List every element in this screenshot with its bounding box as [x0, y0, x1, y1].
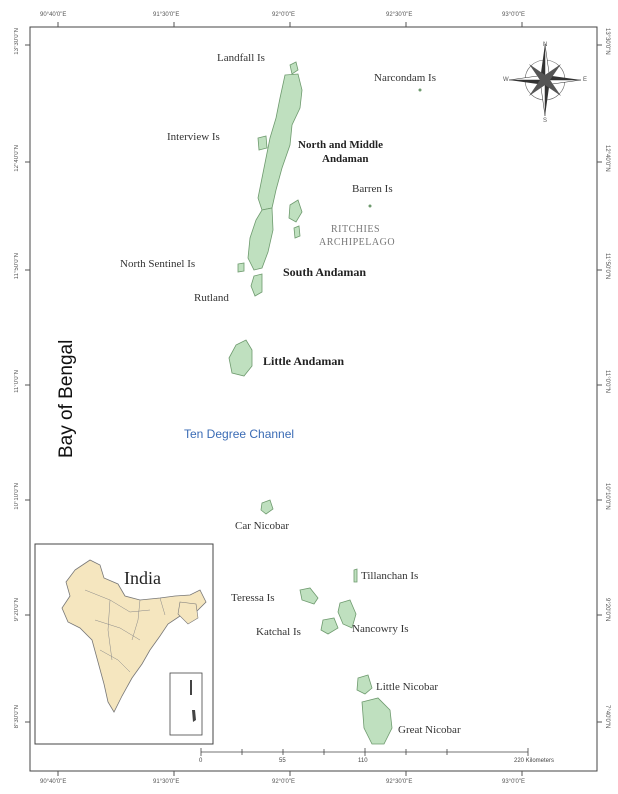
- inset-india-title: India: [124, 568, 161, 588]
- landfall-label: Landfall Is: [217, 52, 265, 64]
- island-north-sentinel: [237, 262, 245, 273]
- compass-s: S: [543, 118, 548, 124]
- inset-locator-box: [169, 672, 203, 736]
- island-little-nicobar: [356, 674, 373, 695]
- island-tillanchan: [353, 568, 358, 583]
- lat-left-2: 12°40'0"N: [14, 145, 20, 172]
- lat-left-3: 11°50'0"N: [14, 253, 20, 280]
- north-middle-andaman-label-1: North and Middle: [298, 139, 383, 151]
- lon-top-2: 91°30'0"E: [153, 12, 180, 18]
- ritchies-label-2: ARCHIPELAGO: [319, 237, 396, 248]
- lon-bottom-5: 93°0'0"E: [502, 779, 526, 785]
- ritchies-label-1: RITCHIES: [331, 224, 380, 235]
- island-landfall: [289, 61, 299, 75]
- island-katchal: [320, 617, 339, 635]
- bottom-ticks: [57, 771, 523, 776]
- rutland-label: Rutland: [194, 292, 229, 304]
- lon-bottom-1: 90°40'0"E: [40, 779, 67, 785]
- lon-bottom-3: 92°0'0"E: [272, 779, 296, 785]
- lat-left-4: 11°0'0"N: [14, 370, 20, 393]
- nancowry-label: Nancowry Is: [352, 623, 409, 635]
- island-narcondam: [418, 88, 422, 92]
- lon-top-5: 93°0'0"E: [502, 12, 526, 18]
- lat-right-4: 11°0'0"N: [604, 370, 610, 393]
- interview-label: Interview Is: [167, 131, 220, 143]
- side-ticks: [25, 44, 602, 723]
- lat-left-1: 13°30'0"N: [14, 28, 20, 55]
- island-nancowry: [337, 599, 357, 629]
- islands: [228, 61, 393, 745]
- compass-rose: [508, 43, 582, 117]
- ten-degree-channel-label: Ten Degree Channel: [184, 427, 295, 441]
- island-teressa: [299, 587, 319, 605]
- top-ticks: [57, 22, 523, 27]
- compass-e: E: [583, 77, 588, 83]
- compass-n: N: [543, 42, 548, 48]
- barren-label: Barren Is: [352, 183, 393, 195]
- small-islands: [368, 88, 422, 208]
- lat-right-6: 9°20'0"N: [604, 598, 610, 622]
- island-barren: [368, 204, 372, 208]
- lon-bottom-4: 92°30'0"E: [386, 779, 413, 785]
- lat-right-5: 10°10'0"N: [604, 483, 610, 510]
- lat-left-6: 9°20'0"N: [14, 598, 20, 622]
- lon-top-1: 90°40'0"E: [40, 12, 67, 18]
- island-ritchies-1: [288, 199, 303, 223]
- teressa-label: Teressa Is: [231, 592, 275, 604]
- car-nicobar-label: Car Nicobar: [235, 520, 290, 532]
- tillanchan-label: Tillanchan Is: [361, 570, 419, 582]
- inset-state-lines: [84, 589, 166, 673]
- lat-left-5: 10°10'0"N: [14, 483, 20, 510]
- lon-top-4: 92°30'0"E: [386, 12, 413, 18]
- lon-top-3: 92°0'0"E: [272, 12, 296, 18]
- island-great-nicobar: [361, 697, 393, 745]
- scale-label-0: 0: [199, 758, 203, 764]
- lat-right-3: 11°50'0"N: [604, 253, 610, 280]
- lat-right-7: 7°40'0"N: [604, 705, 610, 729]
- island-south-andaman: [247, 207, 274, 271]
- lat-right-1: 13°30'0"N: [604, 28, 610, 55]
- island-interview: [257, 135, 268, 151]
- inset-map: [34, 543, 214, 745]
- island-little-andaman: [228, 339, 253, 377]
- inset-northeast: [177, 601, 199, 625]
- scale-label-220: 220 Kilometers: [514, 758, 555, 764]
- lon-bottom-2: 91°30'0"E: [153, 779, 180, 785]
- scale-label-110: 110: [358, 758, 368, 764]
- island-rutland: [250, 273, 263, 297]
- bay-of-bengal-label: Bay of Bengal: [56, 339, 77, 458]
- lat-left-7: 8°30'0"N: [14, 705, 20, 729]
- scale-bar: [200, 748, 529, 756]
- compass-w: W: [503, 77, 509, 83]
- katchal-label: Katchal Is: [256, 626, 301, 638]
- island-car-nicobar: [260, 499, 274, 515]
- island-ritchies-2: [293, 225, 301, 239]
- narcondam-label: Narcondam Is: [374, 72, 437, 84]
- inset-india-shape: [61, 559, 207, 713]
- north-middle-andaman-label-2: Andaman: [322, 153, 369, 165]
- south-andaman-label: South Andaman: [283, 265, 367, 279]
- north-sentinel-label: North Sentinel Is: [120, 258, 196, 270]
- little-nicobar-label: Little Nicobar: [376, 681, 439, 693]
- lat-right-2: 12°40'0"N: [604, 145, 610, 172]
- scale-label-55: 55: [279, 758, 286, 764]
- inset-locator-islands: [190, 680, 196, 722]
- great-nicobar-label: Great Nicobar: [398, 724, 461, 736]
- little-andaman-label: Little Andaman: [263, 354, 345, 368]
